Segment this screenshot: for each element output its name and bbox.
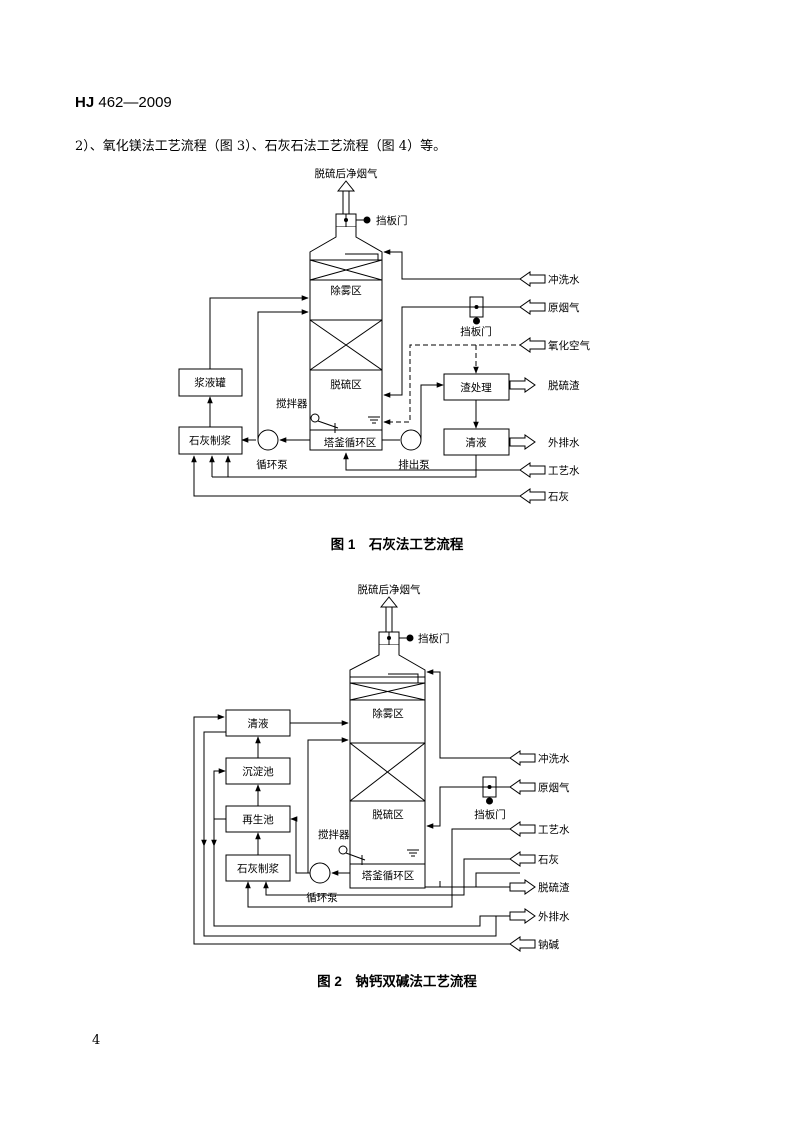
fig2-label-discharge: 外排水 [538, 910, 570, 923]
fig1-label-agitator: 搅拌器 [276, 397, 308, 410]
fig1-agitator [310, 413, 339, 433]
fig1-tower [309, 227, 383, 451]
fig2-label-process-water: 工艺水 [538, 824, 570, 836]
fig1-label-demist: 除雾区 [330, 284, 362, 297]
fig1-label-outlet: 脱硫后净烟气 [315, 167, 378, 180]
fig2-sediment-box [225, 757, 291, 785]
fig2-label-regen: 再生池 [242, 813, 274, 826]
fig1-caption: 图 1 石灰法工艺流程 [330, 537, 464, 552]
fig1-slurry-tank-box [178, 368, 243, 397]
page-number: 4 [92, 1033, 101, 1048]
fig2-lime-prep-box [225, 854, 291, 882]
fig1-label-out-pump: 排出泵 [398, 458, 430, 471]
fig2-flows [193, 669, 530, 945]
intro-text: 2）、氧化镁法工艺流程（图 3）、石灰石法工艺流程（图 4）等。 [75, 139, 447, 154]
fig1-label-residue-proc: 渣处理 [460, 381, 492, 394]
fig2-outlet-arrow [379, 596, 399, 632]
fig1-clear-liquid-box [443, 428, 510, 456]
fig2-label-lime-prep: 石灰制浆 [237, 862, 279, 875]
fig2-damper-top [378, 631, 414, 646]
fig1-label-raw-gas: 原烟气 [548, 301, 580, 314]
fig2-clear-liquid-box [225, 709, 291, 737]
fig2-damper-side [482, 776, 497, 805]
fig1-label-lime: 石灰 [548, 490, 569, 503]
fig2-label-tower-tank: 塔釜循环区 [362, 869, 415, 882]
fig2-label-soda: 钠碱 [538, 938, 559, 951]
fig2-caption: 图 2 钠钙双碱法工艺流程 [317, 974, 477, 989]
fig1-damper-top [335, 213, 371, 228]
fig1-lime-prep-box [178, 426, 243, 455]
fig2-regen-box [225, 805, 291, 833]
fig2-label-residue: 脱硫渣 [538, 881, 570, 894]
fig2-tower [349, 645, 426, 889]
fig2-label-desulf: 脱硫区 [372, 808, 404, 821]
fig1-label-clear-liquid: 清液 [466, 436, 487, 449]
fig2-label-demist: 除雾区 [372, 707, 404, 720]
fig1-label-process-water: 工艺水 [548, 465, 580, 477]
fig2-agitator [338, 845, 366, 865]
fig1-circ-pump [257, 429, 279, 451]
fig1-label-circ-pump: 循环泵 [256, 458, 288, 471]
fig2-io-arrows [509, 750, 536, 952]
fig1-label-ox-air: 氧化空气 [548, 339, 590, 352]
fig1-damper-side [469, 296, 484, 325]
fig2-label-circ-pump: 循环泵 [306, 891, 338, 904]
fig2-label-agitator: 搅拌器 [318, 828, 350, 841]
header-prefix: HJ [75, 94, 95, 111]
fig2-circ-pump [309, 862, 331, 884]
fig2-label-outlet: 脱硫后净烟气 [358, 583, 421, 596]
fig2-label-raw-gas: 原烟气 [538, 781, 570, 794]
fig1-out-pump [400, 429, 422, 451]
fig1-label-residue: 脱硫渣 [548, 379, 580, 392]
fig2-label-flush-water: 冲洗水 [538, 752, 570, 765]
fig1-label-discharge: 外排水 [548, 436, 580, 449]
fig1-io-arrows [509, 271, 546, 504]
fig2-label-damper-top: 挡板门 [418, 632, 450, 645]
fig1-label-damper-top: 挡板门 [376, 214, 408, 227]
figure-2: 脱硫后净烟气 挡板门 清液 除雾区 沉淀池 冲洗水 原烟气 再生池 脱硫区 挡板… [193, 583, 570, 952]
fig1-outlet-arrow [336, 180, 356, 214]
figure-1: 脱硫后净烟气 挡板门 冲洗水 除雾区 原烟气 挡板门 氧化空气 浆液罐 脱硫区 … [178, 167, 590, 504]
fig1-label-lime-prep: 石灰制浆 [189, 434, 231, 447]
fig1-label-slurry-tank: 浆液罐 [194, 376, 226, 389]
fig2-label-sediment: 沉淀池 [242, 765, 274, 778]
fig2-label-damper-side: 挡板门 [474, 808, 506, 821]
fig2-label-clear-liquid: 清液 [248, 717, 269, 730]
fig1-label-damper-side: 挡板门 [460, 325, 492, 338]
fig1-label-tower-tank: 塔釜循环区 [324, 436, 377, 449]
fig1-label-desulf: 脱硫区 [330, 378, 362, 391]
fig1-label-flush-water: 冲洗水 [548, 273, 580, 286]
document-header: HJ 462—2009 [75, 94, 172, 111]
header-code: 462—2009 [98, 94, 172, 111]
fig2-label-lime: 石灰 [538, 853, 559, 866]
